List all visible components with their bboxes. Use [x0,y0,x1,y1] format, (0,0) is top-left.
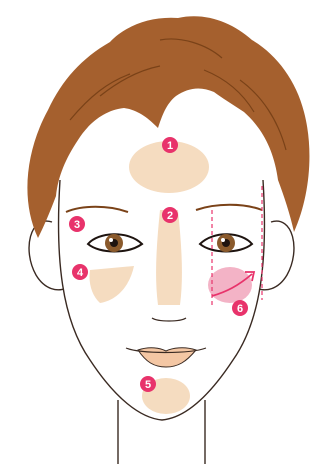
marker-1: 1 [162,137,178,153]
marker-1-label: 1 [167,140,173,152]
marker-2: 2 [162,207,178,223]
marker-3-label: 3 [74,219,80,231]
marker-6-label: 6 [237,303,243,315]
marker-4: 4 [72,264,88,280]
marker-5: 5 [140,376,156,392]
marker-2-label: 2 [167,210,173,222]
marker-5-label: 5 [145,379,151,391]
marker-3: 3 [69,216,85,232]
nose-bridge-highlight-zone [156,210,182,305]
marker-4-label: 4 [77,267,84,279]
marker-6: 6 [232,300,248,316]
